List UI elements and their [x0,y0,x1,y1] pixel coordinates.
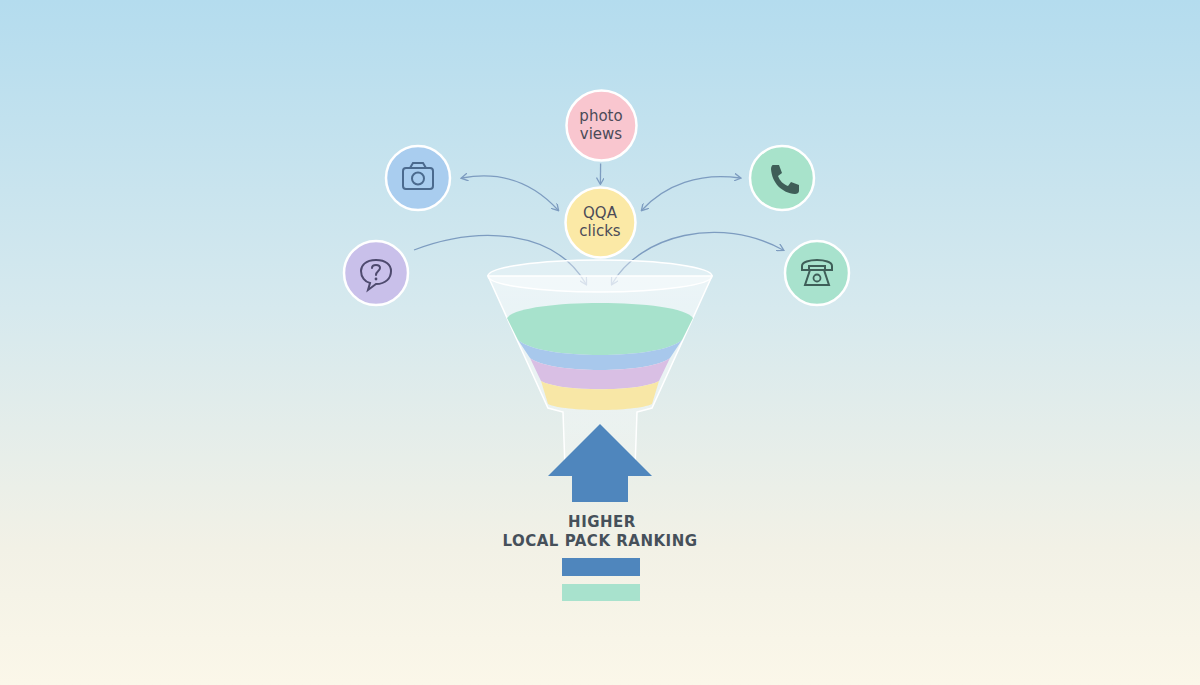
equal-bar [562,558,640,576]
metric-text: QQA clicks [573,204,627,240]
up-arrow [548,424,652,502]
flow-connector [600,163,602,183]
camera-icon [386,146,450,210]
equal-bar [562,584,640,601]
metric-circle: photo views [565,89,638,162]
metric-circle: QQA clicks [564,186,637,259]
result-label: HIGHER [568,513,636,531]
telephone-icon [785,241,849,305]
result-label: LOCAL PACK RANKING [502,532,697,550]
phone-icon [750,146,814,210]
question-icon [344,241,408,305]
metric-text: photo views [574,107,628,143]
